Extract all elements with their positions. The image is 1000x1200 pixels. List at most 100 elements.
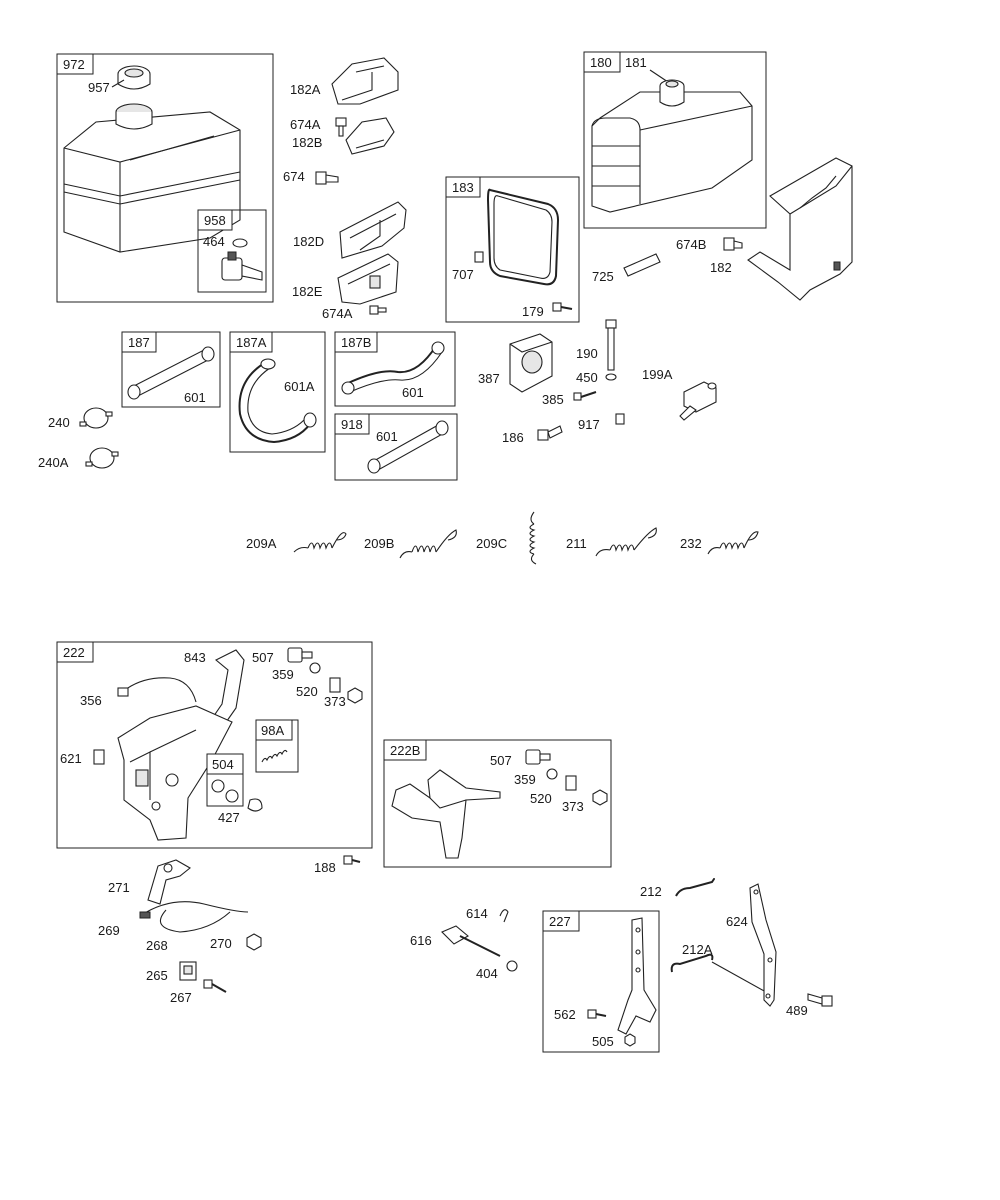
label-601-3: 601	[376, 429, 398, 444]
label-373-1: 373	[324, 694, 346, 709]
label-359-1: 359	[272, 667, 294, 682]
bracket-182d	[339, 201, 407, 259]
label-181: 181	[625, 55, 647, 70]
group-183: 183 707 179	[445, 176, 580, 323]
fuel-cap-957	[117, 65, 151, 90]
lever-271	[147, 859, 191, 905]
group-958: 958 464	[197, 209, 267, 293]
label-183: 183	[452, 180, 474, 195]
clip-917	[615, 413, 625, 425]
label-507-2: 507	[490, 753, 512, 768]
spring-209c	[529, 511, 537, 565]
spring-209b	[399, 529, 457, 559]
label-186: 186	[502, 430, 524, 445]
adapter-387	[509, 333, 553, 393]
label-404: 404	[476, 966, 498, 981]
fuel-filter-240a	[85, 447, 119, 469]
group-918: 918 601	[334, 413, 458, 481]
label-616: 616	[410, 933, 432, 948]
label-450: 450	[576, 370, 598, 385]
label-267: 267	[170, 990, 192, 1005]
link-212	[675, 878, 715, 897]
label-211: 211	[566, 536, 587, 551]
label-190: 190	[576, 346, 598, 361]
bolt-674	[315, 171, 339, 185]
label-504: 504	[212, 757, 234, 772]
hose-187	[127, 346, 215, 400]
group-504: 504	[206, 753, 244, 807]
label-957: 957	[88, 80, 110, 95]
bracket-182e	[337, 253, 399, 305]
fuel-filter-240	[79, 407, 113, 429]
label-359-2: 359	[514, 772, 536, 787]
clamp-265	[179, 961, 197, 981]
label-232: 232	[680, 536, 702, 551]
label-843: 843	[184, 650, 206, 665]
label-209c: 209C	[476, 536, 507, 551]
label-209b: 209B	[364, 536, 394, 551]
label-674a-2: 674A	[322, 306, 353, 321]
label-227: 227	[549, 914, 571, 929]
label-489: 489	[786, 1003, 808, 1018]
label-187: 187	[128, 335, 150, 350]
spring-209a	[293, 532, 347, 553]
label-972: 972	[63, 57, 85, 72]
group-98a: 98A	[255, 719, 299, 773]
strap-183	[486, 188, 560, 286]
link-212a-leader	[711, 961, 767, 993]
label-373-2: 373	[562, 799, 584, 814]
nut-270	[246, 933, 262, 951]
clip-520-2	[565, 775, 577, 791]
label-182e: 182E	[292, 284, 323, 299]
label-507-1: 507	[252, 650, 274, 665]
hose-725	[623, 253, 661, 277]
bolt-562	[587, 1009, 607, 1019]
label-222: 222	[63, 645, 85, 660]
spring-98a	[261, 749, 288, 763]
screw-179	[552, 302, 573, 312]
fuel-tank-972	[63, 103, 241, 253]
fuel-tank-180	[591, 91, 753, 213]
label-187a: 187A	[236, 335, 267, 350]
clip-520-1	[329, 677, 341, 693]
nut-505	[624, 1033, 636, 1047]
pin-614	[499, 909, 509, 923]
label-621: 621	[60, 751, 82, 766]
knob-507-1	[287, 647, 313, 663]
label-387: 387	[478, 371, 500, 386]
group-222b: 222B 507 359 520 373	[383, 739, 612, 868]
label-270: 270	[210, 936, 232, 951]
clip-707	[474, 251, 484, 263]
bolt-190	[605, 319, 617, 371]
clip-621	[93, 749, 105, 765]
label-464: 464	[203, 234, 225, 249]
label-182b: 182B	[292, 135, 322, 150]
screw-385	[573, 391, 597, 401]
lever-624	[749, 883, 777, 1007]
washer-404	[506, 960, 518, 972]
label-240: 240	[48, 415, 70, 430]
hose-918	[367, 420, 449, 474]
group-222: 222 843 356 621 507 359 520 373	[56, 641, 373, 849]
spring-232	[707, 531, 759, 555]
clip-427	[247, 798, 263, 812]
label-222b: 222B	[390, 743, 420, 758]
label-674a-1: 674A	[290, 117, 321, 132]
link-212a	[670, 953, 714, 973]
screw-188	[343, 855, 361, 865]
label-265: 265	[146, 968, 168, 983]
label-268: 268	[146, 938, 168, 953]
label-179: 179	[522, 304, 544, 319]
washer-359-2	[546, 768, 558, 780]
shutoff-valve-199a	[679, 381, 717, 421]
label-187b: 187B	[341, 335, 371, 350]
label-209a: 209A	[246, 536, 277, 551]
group-187: 187 601	[121, 331, 221, 408]
nut-373-1	[347, 687, 363, 704]
washer-450	[605, 373, 617, 381]
cable-269	[139, 901, 249, 933]
label-182: 182	[710, 260, 732, 275]
bracket-182b	[345, 117, 395, 155]
group-187a: 187A 601A	[229, 331, 326, 453]
